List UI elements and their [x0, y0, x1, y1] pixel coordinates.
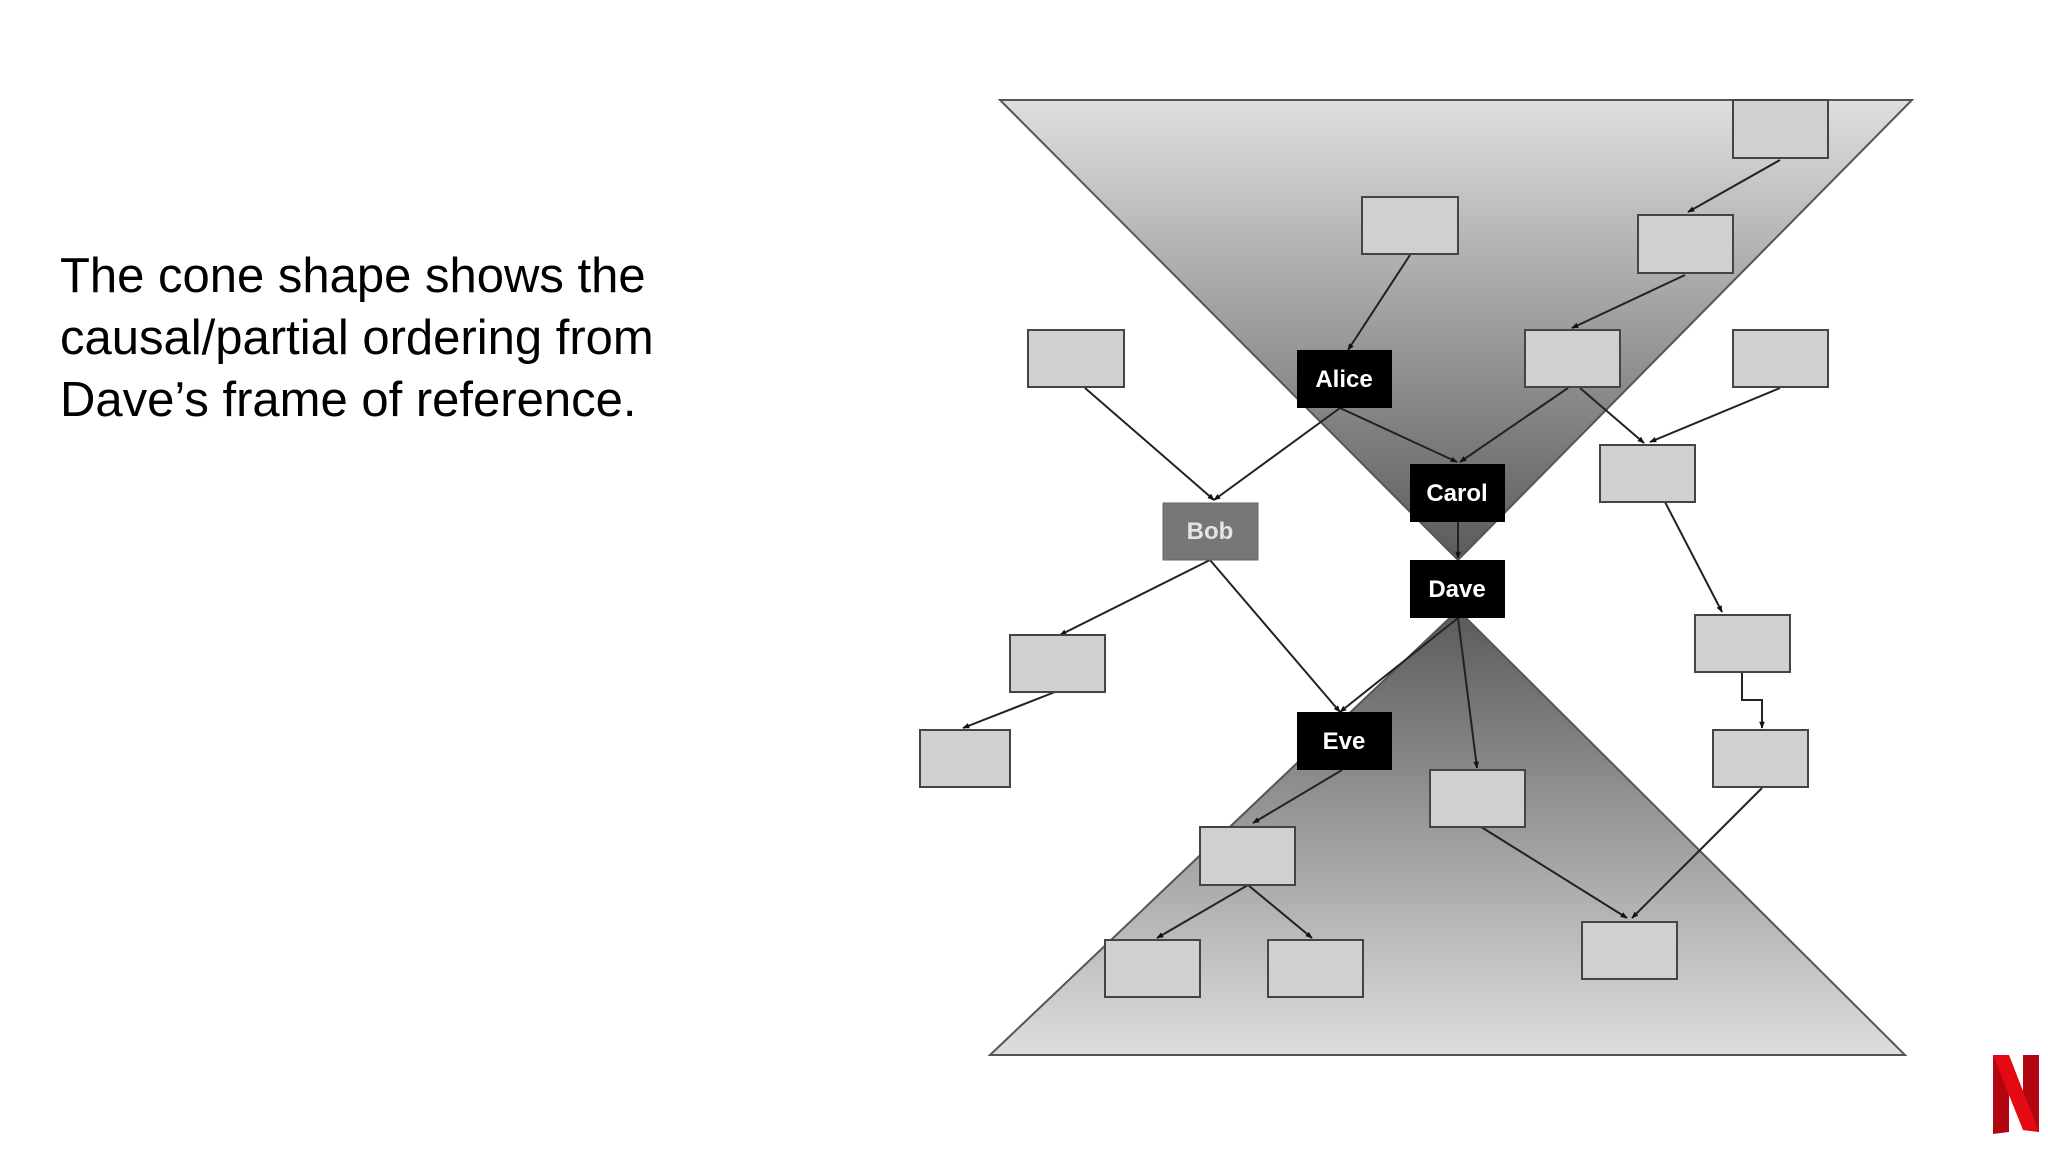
- caption-line: causal/partial ordering from: [60, 311, 654, 365]
- node-carol-label: Carol: [1426, 480, 1487, 507]
- caption-line: Dave’s frame of reference.: [60, 373, 637, 427]
- edge: [1347, 254, 1411, 351]
- edge: [1252, 769, 1343, 824]
- event-node: [919, 729, 1011, 788]
- node-dave-label: Dave: [1428, 576, 1485, 603]
- event-node: [1267, 939, 1364, 998]
- edge: [1571, 274, 1686, 329]
- edge: [1339, 617, 1459, 713]
- node-eve-label: Eve: [1323, 728, 1366, 755]
- event-node: [1009, 634, 1106, 693]
- event-node: [1524, 329, 1621, 388]
- node-carol: Carol: [1410, 464, 1505, 522]
- edge: [1457, 617, 1479, 769]
- edge: [1649, 387, 1781, 443]
- caption-line: The cone shape shows the: [60, 249, 646, 303]
- edge: [1664, 501, 1723, 613]
- edge: [1579, 387, 1645, 444]
- event-node: [1104, 939, 1201, 998]
- node-bob: Bob: [1162, 502, 1259, 561]
- event-node: [1694, 614, 1791, 673]
- edge: [1459, 387, 1569, 463]
- edge: [1631, 787, 1763, 919]
- event-node: [1199, 826, 1296, 886]
- edge: [1477, 824, 1628, 919]
- node-alice-label: Alice: [1315, 366, 1372, 393]
- event-node: [1581, 921, 1678, 980]
- netflix-logo-icon: [1993, 1055, 2039, 1134]
- event-node: [1599, 444, 1696, 503]
- edge: [1213, 407, 1341, 501]
- event-node: [1361, 196, 1459, 255]
- edge: [1741, 672, 1765, 729]
- edge: [1687, 159, 1781, 213]
- event-node: [1637, 214, 1734, 274]
- caption-text: The cone shape shows the causal/partial …: [60, 245, 760, 431]
- node-dave: Dave: [1410, 560, 1505, 618]
- event-nodes: [919, 99, 1829, 998]
- edges: [962, 159, 1781, 939]
- event-node: [1429, 769, 1526, 828]
- node-bob-label: Bob: [1187, 518, 1234, 545]
- event-node: [1732, 329, 1829, 388]
- edge: [1247, 884, 1313, 939]
- edge: [1156, 884, 1249, 939]
- node-eve: Eve: [1297, 712, 1392, 770]
- edge: [1339, 407, 1458, 463]
- edge: [962, 691, 1056, 729]
- node-alice: Alice: [1297, 350, 1392, 408]
- event-node: [1712, 729, 1809, 788]
- event-node: [1027, 329, 1125, 388]
- edge: [1209, 559, 1341, 713]
- edge: [1084, 387, 1215, 501]
- edge: [1059, 559, 1211, 636]
- event-node: [1732, 99, 1829, 159]
